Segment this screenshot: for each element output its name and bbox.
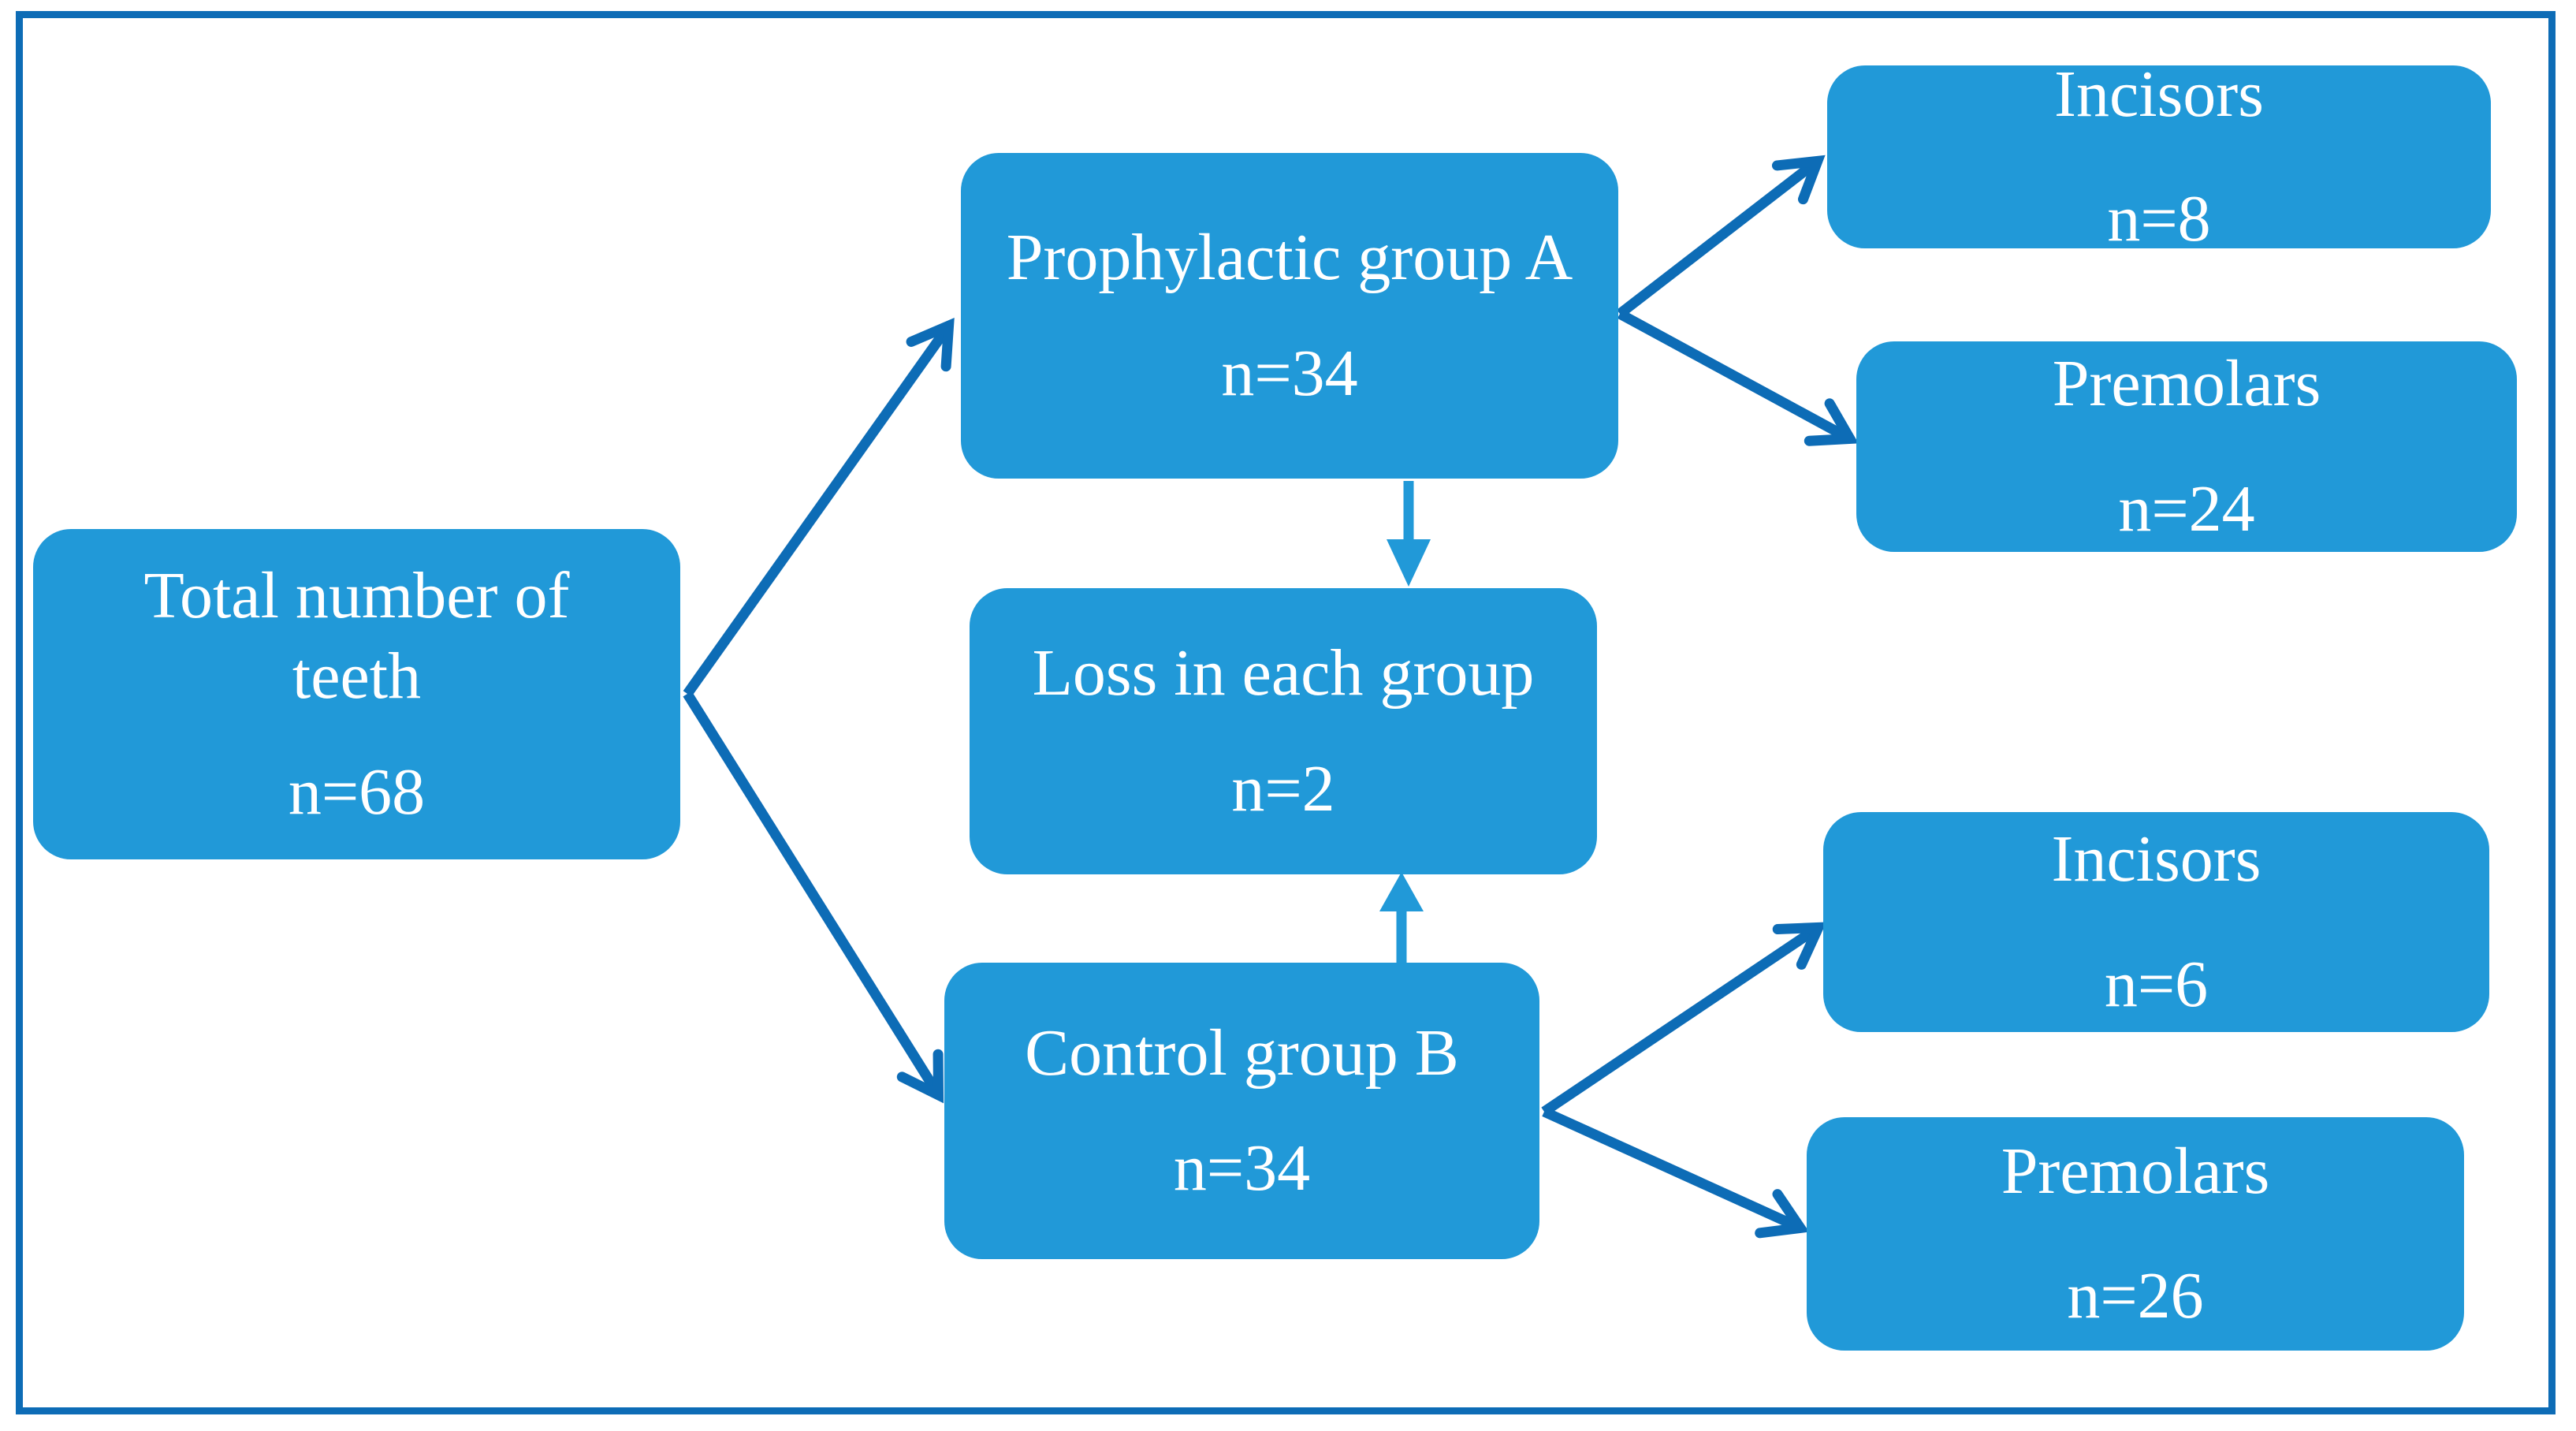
arrow-group-a-to-loss bbox=[1387, 481, 1431, 587]
node-premolars-group-a: Premolars n=24 bbox=[1856, 341, 2517, 552]
arrow-group-b-to-premolars bbox=[1542, 1107, 1810, 1239]
arrow-group-a-to-premolars bbox=[1617, 309, 1859, 446]
node-total-teeth: Total number of teeth n=68 bbox=[33, 529, 680, 859]
node-incisors-group-a: Incisors n=8 bbox=[1827, 58, 2491, 255]
node-title: Incisors bbox=[2054, 57, 2264, 131]
node-title: Incisors bbox=[2051, 822, 2261, 896]
arrow-total-to-group-b bbox=[683, 691, 944, 1104]
node-title: Total number of teeth bbox=[143, 558, 570, 714]
node-title: Premolars bbox=[2001, 1134, 2270, 1208]
node-title: Loss in each group bbox=[1032, 636, 1535, 710]
arrow-total-to-group-a bbox=[683, 318, 955, 697]
node-loss-in-each-group: Loss in each group n=2 bbox=[970, 588, 1597, 874]
node-n-value: n=34 bbox=[1221, 336, 1358, 410]
node-n-value: n=2 bbox=[1231, 751, 1335, 825]
node-title: Premolars bbox=[2052, 347, 2321, 421]
arrow-group-b-to-incisors bbox=[1541, 922, 1827, 1116]
node-n-value: n=26 bbox=[2067, 1259, 2204, 1332]
node-incisors-group-b: Incisors n=6 bbox=[1823, 812, 2489, 1032]
node-title: Control group B bbox=[1025, 1015, 1459, 1090]
node-prophylactic-group-a: Prophylactic group A n=34 bbox=[961, 153, 1618, 479]
node-n-value: n=24 bbox=[2118, 471, 2255, 546]
node-n-value: n=6 bbox=[2104, 947, 2209, 1021]
node-premolars-group-b: Premolars n=26 bbox=[1807, 1117, 2464, 1351]
node-n-value: n=8 bbox=[2107, 182, 2211, 255]
node-title: Prophylactic group A bbox=[1006, 221, 1573, 295]
arrow-group-b-to-loss bbox=[1379, 872, 1424, 965]
node-control-group-b: Control group B n=34 bbox=[944, 963, 1539, 1259]
node-n-value: n=68 bbox=[288, 755, 426, 829]
node-n-value: n=34 bbox=[1173, 1131, 1311, 1205]
arrow-group-a-to-incisors bbox=[1617, 155, 1826, 319]
